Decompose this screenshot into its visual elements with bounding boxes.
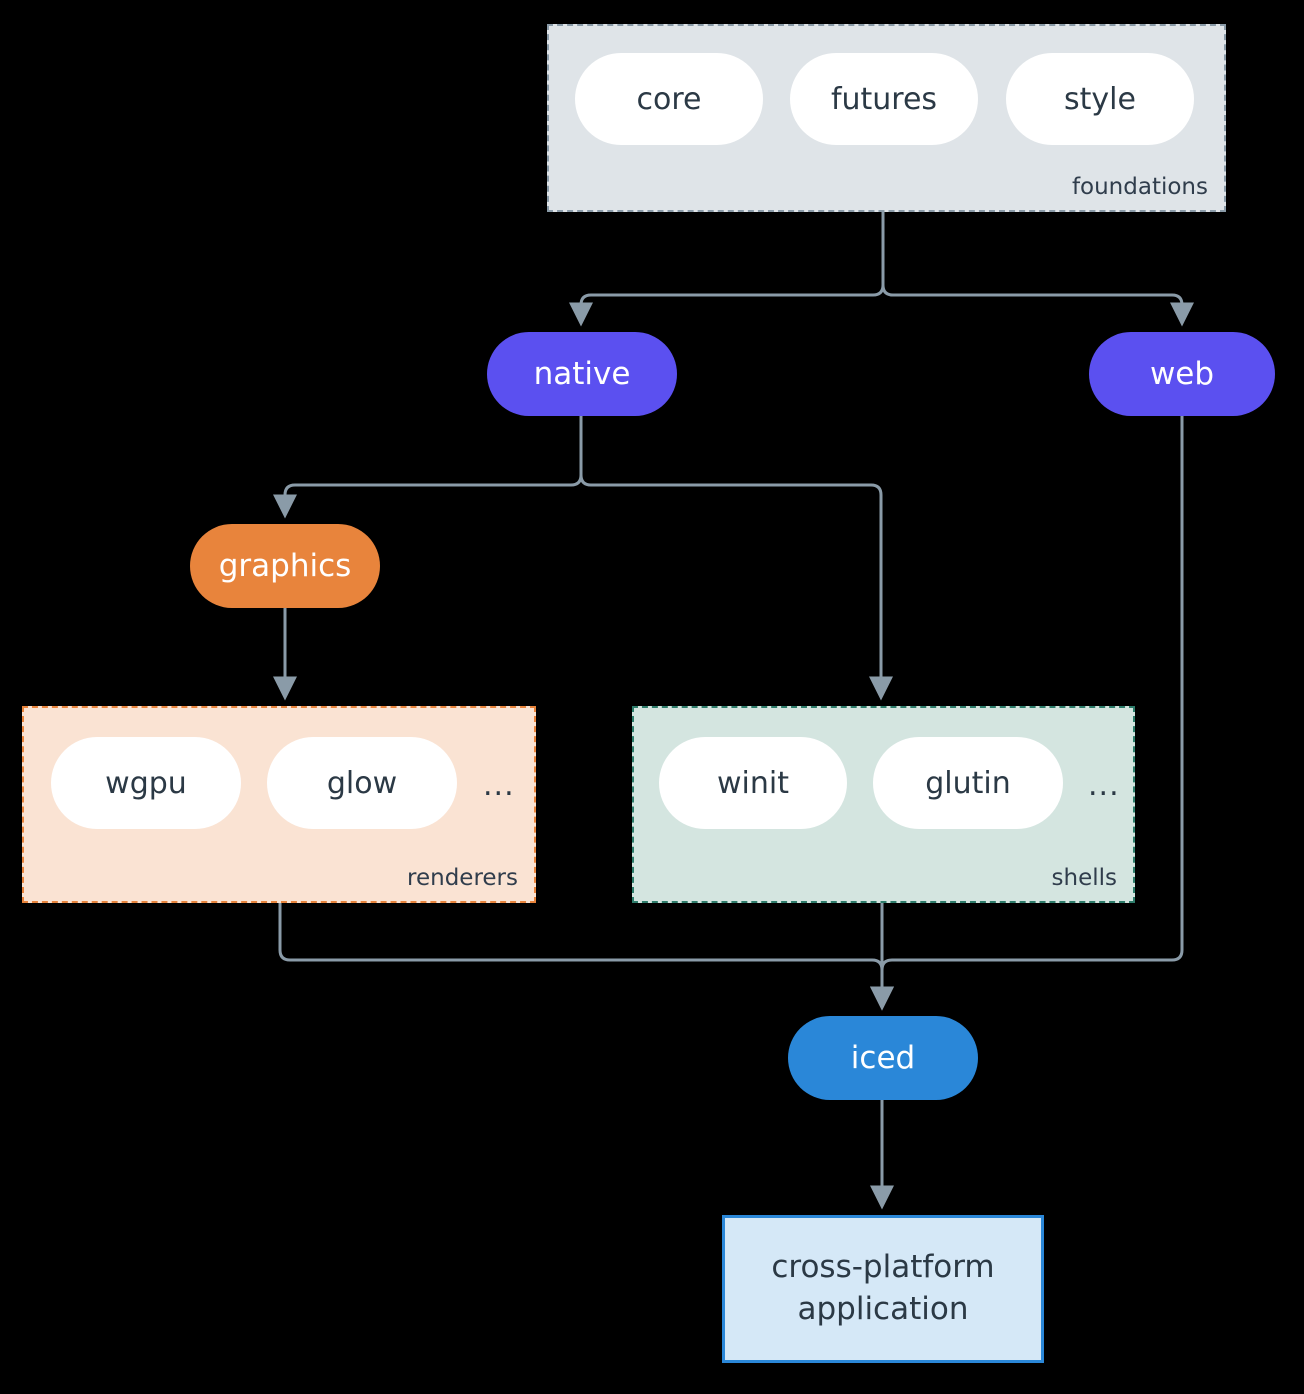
- node-graphics[interactable]: graphics: [190, 524, 380, 608]
- pill-winit[interactable]: winit: [659, 737, 847, 829]
- pill-glutin[interactable]: glutin: [873, 737, 1063, 829]
- ellipsis-renderers: ...: [483, 768, 515, 803]
- edge-foundations-to-web: [881, 212, 1194, 327]
- pill-glow[interactable]: glow: [267, 737, 457, 829]
- node-web[interactable]: web: [1089, 332, 1275, 416]
- cluster-shells: shells winit glutin...: [632, 706, 1135, 903]
- pill-wgpu[interactable]: wgpu: [51, 737, 241, 829]
- pill-style[interactable]: style: [1006, 53, 1194, 145]
- cluster-label-foundations: foundations: [1071, 174, 1208, 200]
- edge-foundations-to-native: [569, 212, 885, 327]
- edge-renderers-to-iced: [278, 903, 894, 1011]
- node-native[interactable]: native: [487, 332, 677, 416]
- edge-native-to-graphics: [273, 416, 583, 519]
- edge-native-to-shells: [579, 416, 893, 701]
- node-iced[interactable]: iced: [788, 1016, 978, 1100]
- cluster-label-shells: shells: [1051, 865, 1117, 891]
- pill-core[interactable]: core: [575, 53, 763, 145]
- pill-futures[interactable]: futures: [790, 53, 978, 145]
- node-cross-platform-application[interactable]: cross-platform application: [722, 1215, 1044, 1363]
- cluster-foundations: foundations core futures style: [547, 24, 1226, 212]
- ellipsis-shells: ...: [1088, 768, 1120, 803]
- cluster-label-renderers: renderers: [407, 865, 518, 891]
- cluster-renderers: renderers wgpu glow...: [22, 706, 536, 903]
